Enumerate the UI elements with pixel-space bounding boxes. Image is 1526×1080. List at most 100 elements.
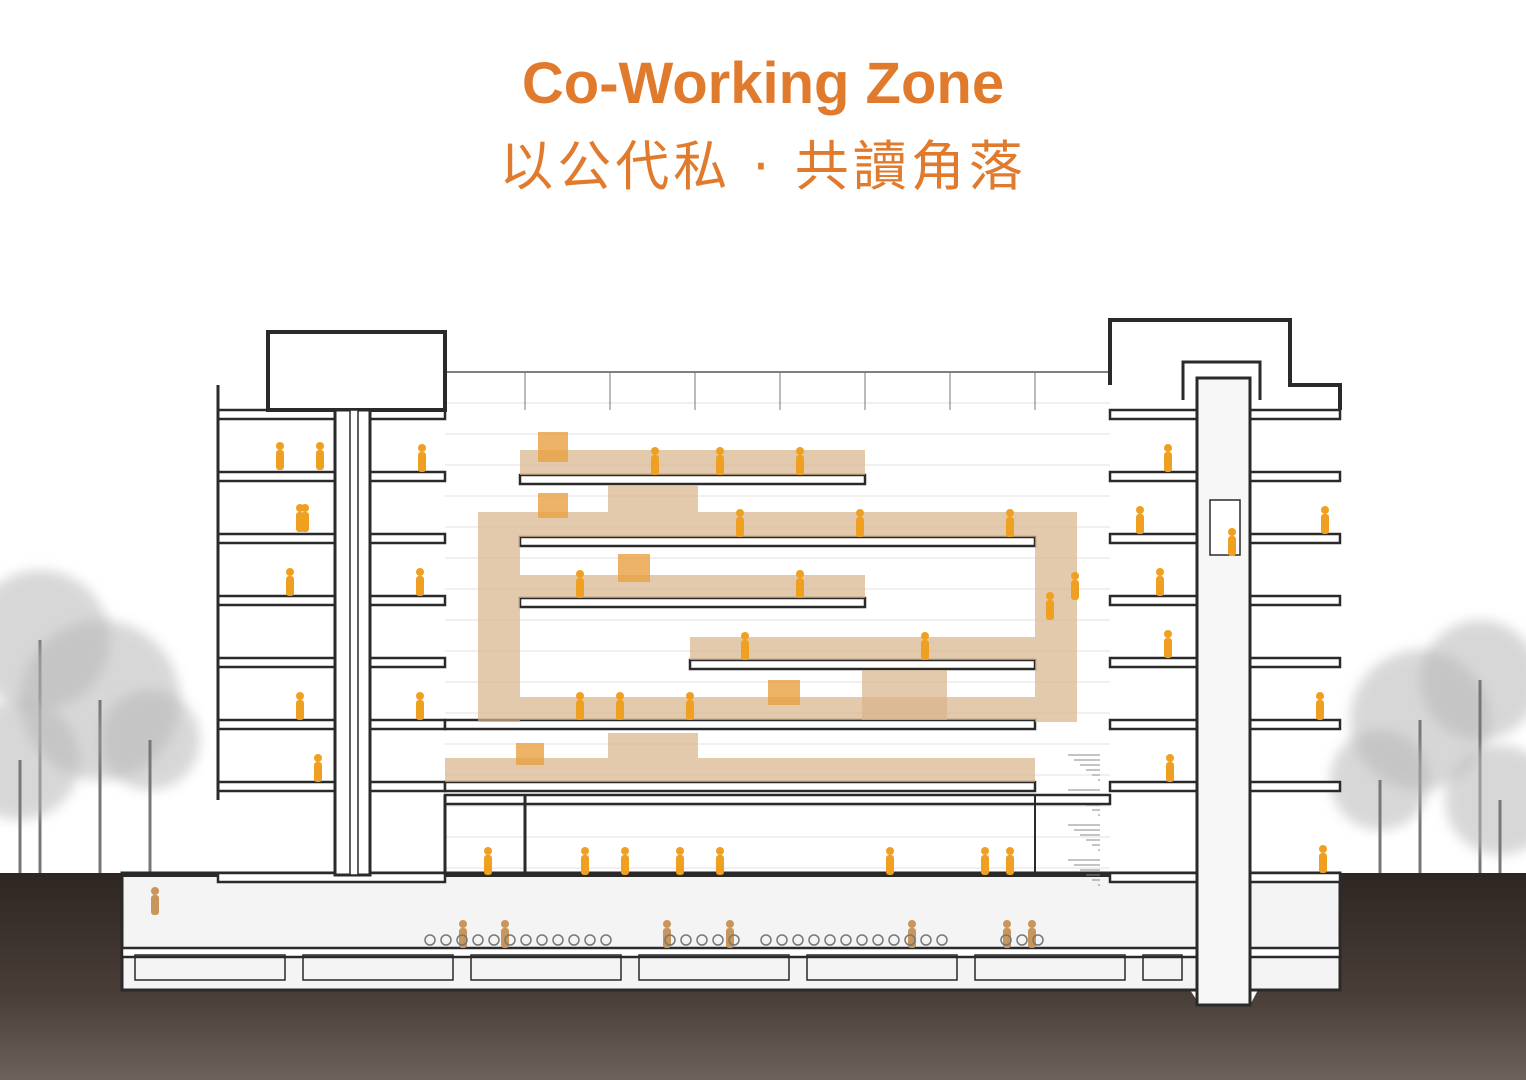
- person-head: [1006, 847, 1014, 855]
- person-body: [276, 450, 284, 470]
- bicycle: [1000, 934, 1012, 946]
- basement-bay: [134, 954, 286, 981]
- bicycle: [1032, 934, 1044, 946]
- person-head: [484, 847, 492, 855]
- person-head: [459, 920, 467, 928]
- person-body: [796, 455, 804, 475]
- person-body: [416, 700, 424, 720]
- floor-slab: [216, 594, 337, 607]
- floor-slab: [368, 594, 447, 607]
- person-head: [316, 442, 324, 450]
- bicycle: [712, 934, 724, 946]
- person-head: [418, 444, 426, 452]
- platform-slab: [518, 596, 867, 609]
- floor-slab: [216, 656, 337, 669]
- platform-area: [608, 733, 698, 758]
- bicycle: [520, 934, 532, 946]
- left-core-inner: [349, 409, 359, 876]
- platform-slab: [443, 780, 1037, 793]
- bicycle: [920, 934, 932, 946]
- basement-bay: [1142, 954, 1183, 981]
- bicycle: [872, 934, 884, 946]
- person-body: [1166, 762, 1174, 782]
- person-body: [1319, 853, 1327, 873]
- floor-slab: [1248, 532, 1342, 545]
- person-body: [151, 895, 159, 915]
- person-body: [1156, 576, 1164, 596]
- basement-bay: [806, 954, 958, 981]
- person-body: [621, 855, 629, 875]
- person-head: [151, 887, 159, 895]
- bicycle: [840, 934, 852, 946]
- person-body: [663, 928, 671, 948]
- person-head: [651, 447, 659, 455]
- bicycle: [472, 934, 484, 946]
- person-head: [1006, 509, 1014, 517]
- floor-slab: [1108, 780, 1202, 793]
- person-body: [296, 512, 304, 532]
- co-working-platforms: [445, 432, 1077, 782]
- person-head: [1003, 920, 1011, 928]
- floor-slab: [1108, 532, 1202, 545]
- bookshelf: [516, 743, 544, 765]
- tree-canopy: [1445, 745, 1526, 855]
- bicycle: [584, 934, 596, 946]
- person-body: [796, 578, 804, 598]
- person-body: [886, 855, 894, 875]
- person-body: [418, 452, 426, 472]
- platform-area: [690, 637, 1035, 660]
- bicycle: [728, 934, 740, 946]
- person-head: [314, 754, 322, 762]
- person-body: [1321, 514, 1329, 534]
- person-head: [921, 632, 929, 640]
- floor-slab: [368, 780, 447, 793]
- person-head: [1316, 692, 1324, 700]
- person-head: [981, 847, 989, 855]
- floor-slab: [1108, 470, 1202, 483]
- person-body: [1006, 517, 1014, 537]
- person-body: [1136, 514, 1144, 534]
- person-head: [856, 509, 864, 517]
- bicycle: [568, 934, 580, 946]
- person-body: [616, 700, 624, 720]
- person-head: [286, 568, 294, 576]
- floor-slab: [216, 718, 337, 731]
- person-head: [296, 504, 304, 512]
- person-head: [796, 447, 804, 455]
- bicycle: [600, 934, 612, 946]
- platform-area: [862, 670, 947, 720]
- bicycle: [424, 934, 436, 946]
- basement-bay: [638, 954, 790, 981]
- floor-slab: [368, 470, 447, 483]
- platform-area: [520, 575, 865, 598]
- bicycle: [552, 934, 564, 946]
- person-body: [651, 455, 659, 475]
- elevator-shaft: [1195, 376, 1252, 1007]
- person-head: [1071, 572, 1079, 580]
- bicycle: [888, 934, 900, 946]
- floor-slab: [1108, 408, 1202, 421]
- person-body: [484, 855, 492, 875]
- person-head: [1166, 754, 1174, 762]
- floor-slab: [1108, 718, 1202, 731]
- person-head: [1228, 528, 1236, 536]
- floor-slab: [368, 718, 447, 731]
- basement-bay: [974, 954, 1126, 981]
- person-body: [981, 855, 989, 875]
- platform-slab: [688, 658, 1037, 671]
- bookshelf: [538, 432, 568, 462]
- person-body: [676, 855, 684, 875]
- right-roof-step: [1181, 360, 1262, 400]
- bicycle: [680, 934, 692, 946]
- person-head: [726, 920, 734, 928]
- platform-area: [520, 512, 1035, 537]
- building-structure: [120, 318, 1342, 1007]
- soil-ground: [0, 873, 1526, 1080]
- bookshelf: [618, 554, 650, 582]
- person-head: [796, 570, 804, 578]
- person-body: [1006, 855, 1014, 875]
- person-body: [741, 640, 749, 660]
- person-body: [316, 450, 324, 470]
- title-english: Co-Working Zone: [521, 51, 1005, 116]
- bicycle: [856, 934, 868, 946]
